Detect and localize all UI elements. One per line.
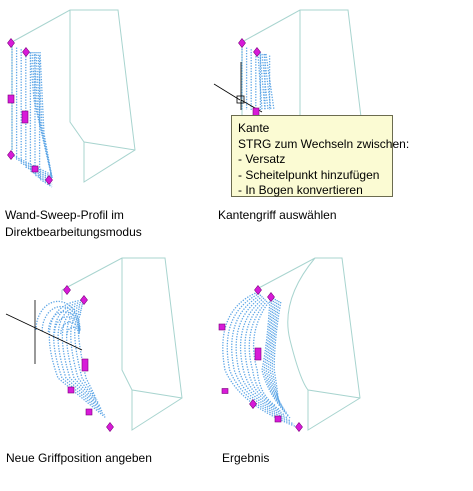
profile-hatch-line — [66, 326, 80, 336]
vertex-grip — [7, 38, 15, 48]
caption-panel-1: Wand-Sweep-Profil im Direktbearbeitungsm… — [5, 208, 142, 239]
profile-hatch-line — [38, 55, 53, 188]
profile-hatch-line — [273, 301, 282, 401]
vertex-grip — [45, 175, 53, 185]
edge-grip — [21, 110, 29, 124]
vertex-grip — [267, 292, 275, 302]
profile-hatch-line — [53, 316, 81, 334]
cursor-crosshair-line — [5, 313, 83, 351]
edge-grip — [31, 165, 39, 173]
vertex-grip — [254, 285, 262, 295]
profile-hatch-line — [261, 295, 291, 419]
tooltip-subtitle: STRG zum Wechseln zwischen: — [238, 136, 410, 151]
profile-hatch-line — [265, 53, 275, 111]
profile-hatch-line — [235, 295, 289, 419]
edge-grip — [221, 388, 229, 394]
profile-hatch-line — [263, 53, 272, 111]
profile-hatch-line — [248, 300, 280, 410]
edge-grip — [81, 358, 89, 372]
profile-hatch-line — [261, 53, 269, 111]
profile-hatch-line — [11, 46, 53, 176]
profile-hatch-line — [25, 50, 53, 182]
vertex-grip — [106, 422, 114, 432]
profile-hatch-line — [57, 303, 104, 413]
caption-panel-3: Neue Griffposition angeben — [6, 451, 152, 465]
profile-hatch-line — [61, 305, 102, 410]
panel-4-result — [218, 257, 361, 432]
profile-hatch-line — [41, 305, 81, 332]
profile-hatch-line — [60, 321, 80, 335]
profile-hatch-line — [265, 297, 287, 413]
edge-grip — [85, 408, 93, 416]
cursor-crosshair-line — [213, 83, 241, 101]
edge-grip — [254, 347, 262, 361]
cursor-pickbox-icon — [236, 95, 245, 104]
profile-hatch-line — [35, 51, 53, 179]
profile-hatch-line — [37, 51, 53, 179]
tooltip-option-convert-to-arc: - In Bogen konvertieren — [238, 183, 363, 197]
profile-hatch-line — [239, 297, 286, 416]
edge-grip-tooltip: Kante STRG zum Wechseln zwischen: - Vers… — [231, 115, 410, 197]
wall-outline — [61, 257, 183, 431]
vertex-grip — [80, 295, 88, 305]
edge-grip — [218, 323, 226, 331]
profile-hatch-line — [77, 313, 97, 398]
panel-1-wall-sweep-profile — [7, 9, 136, 188]
edge-grip — [67, 386, 75, 394]
profile-hatch-line — [47, 311, 81, 333]
caption-panel-2: Kantengriff auswählen — [218, 208, 337, 222]
profile-hatch-line — [257, 53, 263, 111]
profile-hatch-line — [267, 298, 285, 410]
caption-panel-4: Ergebnis — [222, 451, 270, 465]
profile-hatch-line — [74, 311, 98, 401]
vertex-grip — [22, 47, 30, 57]
tooltip-option-offset: - Versatz — [238, 152, 286, 166]
vertex-grip — [7, 150, 15, 160]
profile-hatch-line — [263, 296, 289, 416]
profile-hatch-line — [252, 302, 277, 407]
profile-hatch-line — [20, 49, 53, 180]
profile-hatch-line — [39, 51, 53, 179]
profile-hatch-line — [226, 292, 295, 425]
profile-hatch-line — [65, 307, 101, 407]
edge-grip — [274, 415, 282, 423]
profile-hatch-line — [222, 291, 298, 428]
profile-hatch-line — [33, 51, 53, 179]
tooltip-option-add-vertex: - Scheitelpunkt hinzufügen — [238, 167, 380, 182]
profile-hatch-line — [259, 53, 266, 111]
profile-hatch-line — [269, 299, 283, 407]
wall-outline — [254, 257, 361, 431]
vertex-grip — [238, 38, 246, 48]
profile-hatch-line — [48, 299, 107, 419]
profile-hatch-line — [244, 299, 283, 413]
vertex-grip — [249, 399, 257, 409]
tooltip-title: Kante — [238, 121, 270, 135]
profile-hatch-line — [29, 52, 53, 184]
edge-grip — [7, 94, 15, 104]
profile-hatch-line — [35, 300, 81, 331]
vertex-grip — [295, 422, 303, 432]
vertex-grip — [253, 47, 261, 57]
profile-hatch-line — [15, 47, 53, 178]
vertex-grip — [63, 285, 71, 295]
panel-3-specify-new-grip-position — [5, 257, 183, 432]
